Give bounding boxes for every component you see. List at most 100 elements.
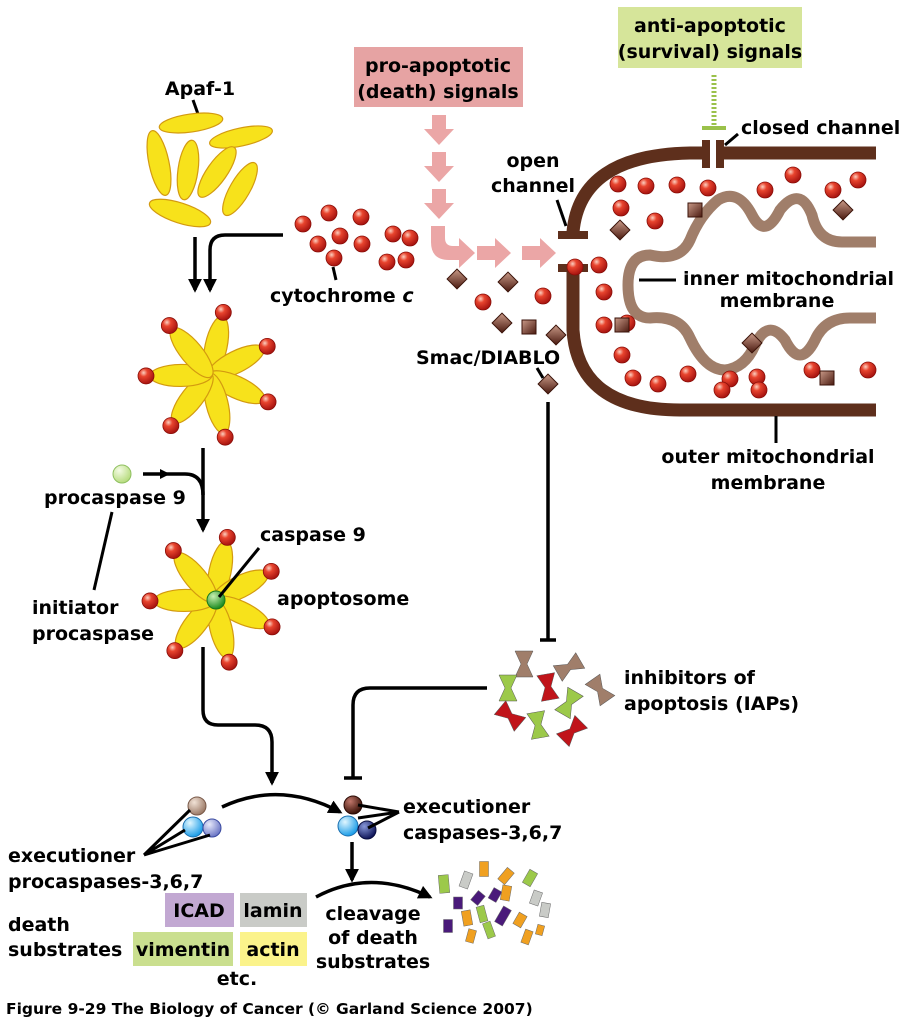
smac-diablo-molecule xyxy=(609,219,631,241)
pro-apoptotic-label-line1: pro-apoptotic xyxy=(365,55,511,77)
apaf1-monomer xyxy=(176,139,200,201)
initiator-procaspase-pointer xyxy=(92,511,114,591)
pink-arrow-down-1 xyxy=(424,115,454,145)
substrate-icad-box xyxy=(165,893,234,927)
smac-molecules xyxy=(446,199,854,395)
cytochrome-c-sphere xyxy=(160,317,178,334)
initiator-procaspase-label-line2: procaspase xyxy=(32,623,154,645)
open-channel-pointer xyxy=(555,199,568,227)
substrate-actin-box xyxy=(240,932,307,966)
pro-apoptotic-box-bg xyxy=(354,47,523,107)
closed-channel-label: closed channel xyxy=(741,117,900,139)
figure-caption: Figure 9-29 The Biology of Cancer (© Gar… xyxy=(6,1000,533,1018)
pink-arrow-bend xyxy=(431,226,475,268)
mitochondrion xyxy=(558,140,876,417)
etc-label: etc. xyxy=(217,968,257,990)
apaf1-monomer xyxy=(197,146,237,198)
substrate-lamin-label: lamin xyxy=(243,900,302,922)
cytochrome-c-pointer xyxy=(331,266,338,281)
cytochrome-c-sphere xyxy=(352,208,370,226)
caspase9-label: caspase 9 xyxy=(260,524,366,546)
cytochrome-c-sphere xyxy=(216,428,234,446)
pro-apoptotic-label-line2: (death) signals xyxy=(357,81,519,103)
smac-pointer xyxy=(535,367,545,379)
iap-molecule xyxy=(514,650,534,678)
anti-apoptotic-box-bg xyxy=(618,7,802,68)
caspase-sphere-cyan xyxy=(337,815,359,837)
substrate-fragment xyxy=(487,887,503,903)
cytochrome-c-sphere xyxy=(566,258,584,276)
iap-molecule xyxy=(584,673,616,707)
substrate-fragment xyxy=(497,867,515,885)
cytochrome-c-label-text: cytochrome xyxy=(270,285,396,307)
smac-diablo-molecule xyxy=(741,332,763,354)
smac-diablo-molecule xyxy=(521,319,537,335)
iap-molecule xyxy=(493,700,527,732)
iap-molecule xyxy=(526,710,550,740)
open-channel-label-line2: channel xyxy=(491,175,575,197)
procaspase-sphere-lavender xyxy=(202,818,222,838)
iaps-label-line1: inhibitors of xyxy=(624,667,756,689)
apaf1-cytochrome-wheel xyxy=(137,303,277,446)
cytochrome-c-sphere xyxy=(384,225,402,243)
outer-membrane-label-line1: outer mitochondrial xyxy=(661,446,874,468)
cytochrome-c-sphere xyxy=(612,199,630,217)
smac-diablo-molecule xyxy=(832,199,854,221)
apoptosome-wheel xyxy=(141,528,281,671)
substrate-vimentin-label: vimentin xyxy=(136,939,230,961)
cytochrome-c-sphere xyxy=(859,361,877,379)
pro-apoptotic-arrows xyxy=(424,115,556,268)
cytochrome-c-sphere xyxy=(259,393,277,411)
substrate-lamin-box xyxy=(240,893,307,927)
cytochrome-c-sphere xyxy=(590,256,608,274)
outer-membrane-lower xyxy=(566,268,876,417)
smac-diablo-label: Smac/DIABLO xyxy=(416,347,560,369)
apaf1-monomer xyxy=(222,161,258,217)
iap-molecules xyxy=(493,650,616,748)
smac-diablo-molecule xyxy=(819,370,835,386)
cytochrome-c-sphere xyxy=(595,283,613,301)
iap-molecule xyxy=(536,672,560,702)
closed-channel-right xyxy=(716,140,724,168)
cytochrome-c-sphere xyxy=(784,166,802,184)
substrate-fragment xyxy=(460,909,474,927)
death-substrates: ICAD lamin vimentin actin xyxy=(133,893,307,966)
substrate-fragment xyxy=(535,923,545,937)
substrate-icad-label: ICAD xyxy=(173,900,225,922)
pro-apoptotic-signals-box: pro-apoptotic (death) signals xyxy=(354,47,523,107)
cytochrome-c-sphere xyxy=(595,316,613,334)
iap-molecule xyxy=(554,686,584,720)
apoptosome-label: apoptosome xyxy=(277,588,409,610)
substrate-fragment xyxy=(470,890,486,906)
apaf1-monomer xyxy=(146,130,172,196)
cytochrome-c-molecules xyxy=(294,166,877,399)
substrate-fragment xyxy=(539,902,551,918)
cytochrome-c-sphere xyxy=(613,346,631,364)
cytochrome-c-sphere xyxy=(803,361,821,379)
cytochrome-c-sphere xyxy=(262,562,280,580)
substrate-fragment xyxy=(529,889,543,907)
caspase9-pointer xyxy=(217,547,261,598)
open-channel-label-line1: open xyxy=(506,150,559,172)
substrate-fragment xyxy=(512,911,528,929)
smac-diablo-molecule xyxy=(446,268,468,290)
pink-arrow-down-2 xyxy=(424,152,454,182)
procaspase9-label: procaspase 9 xyxy=(44,487,186,509)
procaspase9-sphere xyxy=(112,464,132,484)
outer-membrane-label-line2: membrane xyxy=(711,472,826,494)
cytochrome-c-sphere xyxy=(325,249,343,267)
smac-diablo-molecule xyxy=(497,271,519,293)
cytochrome-c-sphere xyxy=(164,542,182,559)
closed-channel-left xyxy=(702,140,710,168)
substrate-fragment xyxy=(522,868,538,888)
cytochrome-c-sphere xyxy=(824,181,842,199)
apaf1-monomer xyxy=(158,112,224,134)
cleavage-arrow xyxy=(315,880,433,899)
cytochrome-c-arrow-down xyxy=(203,233,283,293)
executioner-caspases-label-line1: executioner xyxy=(403,796,531,818)
cytochrome-c-sphere xyxy=(474,293,492,311)
activation-arrow xyxy=(221,792,343,814)
cytochrome-c-sphere xyxy=(713,381,731,399)
cytochrome-c-sphere xyxy=(214,303,232,321)
